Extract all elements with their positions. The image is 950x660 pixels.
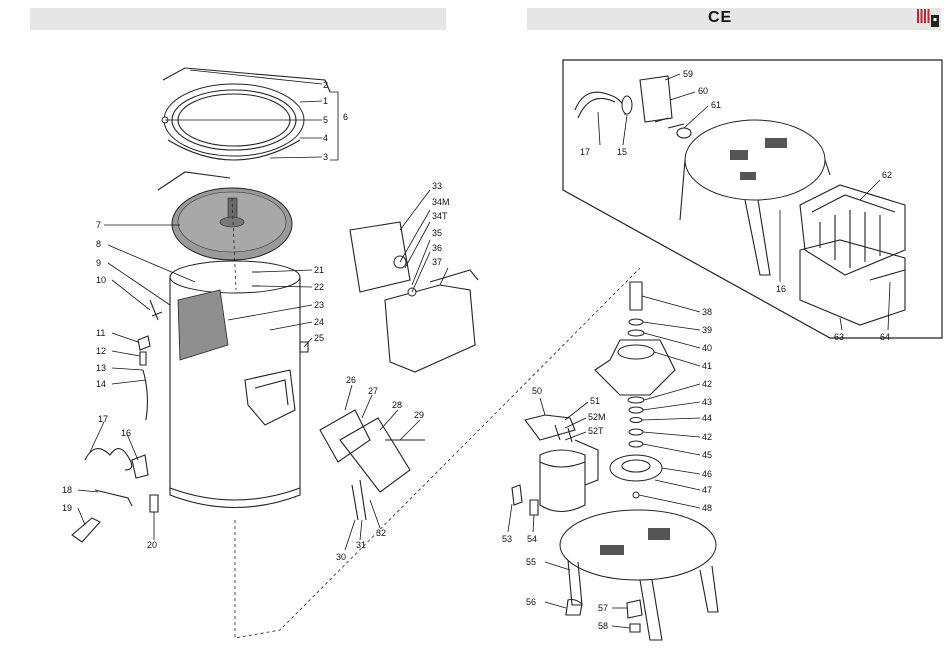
callout-50: 50	[532, 386, 542, 396]
callout-24: 24	[314, 317, 324, 327]
callout-13: 13	[96, 363, 106, 373]
callout-53: 53	[502, 534, 512, 544]
callout-59: 59	[683, 69, 693, 79]
callout-52t: 52T	[588, 426, 604, 436]
callout-20: 20	[147, 540, 157, 550]
callout-14: 14	[96, 379, 106, 389]
callout-44: 44	[702, 413, 712, 423]
callout-48: 48	[702, 503, 712, 513]
control-bracket-assembly	[320, 222, 478, 520]
callout-27: 27	[368, 386, 378, 396]
callout-45: 45	[702, 450, 712, 460]
callout-62: 62	[882, 170, 892, 180]
callout-54: 54	[527, 534, 537, 544]
callout-55: 55	[526, 557, 536, 567]
callout-21: 21	[314, 265, 324, 275]
callout-51: 51	[590, 396, 600, 406]
callout-35: 35	[432, 228, 442, 238]
callout-57: 57	[598, 603, 608, 613]
callout-63: 63	[834, 332, 844, 342]
callout-32: 32	[376, 528, 386, 538]
callout-39: 39	[702, 325, 712, 335]
callout-42-lower: 42	[702, 432, 712, 442]
callout-56: 56	[526, 597, 536, 607]
tank-body	[170, 261, 300, 508]
callout-47: 47	[702, 485, 712, 495]
callout-43: 43	[702, 397, 712, 407]
callout-33: 33	[432, 181, 442, 191]
callout-52m: 52M	[588, 412, 606, 422]
callout-10: 10	[96, 275, 106, 285]
callout-18: 18	[62, 485, 72, 495]
callout-34t: 34T	[432, 211, 448, 221]
callout-42: 42	[702, 379, 712, 389]
callout-41: 41	[702, 361, 712, 371]
callout-8: 8	[96, 239, 101, 249]
callout-17: 17	[98, 414, 108, 424]
callout-58: 58	[598, 621, 608, 631]
callout-19: 19	[62, 503, 72, 513]
callout-40: 40	[702, 343, 712, 353]
callout-64: 64	[880, 332, 890, 342]
callout-7: 7	[96, 220, 101, 230]
callout-22: 22	[314, 282, 324, 292]
callout-5: 5	[323, 115, 328, 125]
callout-38: 38	[702, 307, 712, 317]
callout-26: 26	[346, 375, 356, 385]
callout-16: 16	[121, 428, 131, 438]
callout-11: 11	[96, 328, 105, 338]
callout-36: 36	[432, 243, 442, 253]
callout-16-inset: 16	[776, 284, 786, 294]
callout-2: 2	[323, 80, 328, 90]
callout-1: 1	[323, 96, 328, 106]
callout-4: 4	[323, 133, 328, 143]
leader-lines-right	[508, 296, 700, 628]
callout-17-inset: 17	[580, 147, 590, 157]
callout-46: 46	[702, 469, 712, 479]
callout-25: 25	[314, 333, 324, 343]
callout-28: 28	[392, 400, 402, 410]
callout-9: 9	[96, 258, 101, 268]
callout-60: 60	[698, 86, 708, 96]
callout-34m: 34M	[432, 197, 450, 207]
callout-37: 37	[432, 257, 442, 267]
lid-assembly	[158, 68, 330, 190]
callout-12: 12	[96, 346, 106, 356]
callout-30: 30	[336, 552, 346, 562]
callout-3: 3	[323, 152, 328, 162]
callout-61: 61	[711, 100, 721, 110]
callout-29: 29	[414, 410, 424, 420]
callout-6: 6	[343, 112, 348, 122]
basket-inset	[563, 60, 942, 338]
callout-23: 23	[314, 300, 324, 310]
callout-31: 31	[356, 540, 366, 550]
motor-stack	[512, 282, 718, 640]
callout-15-inset: 15	[617, 147, 627, 157]
